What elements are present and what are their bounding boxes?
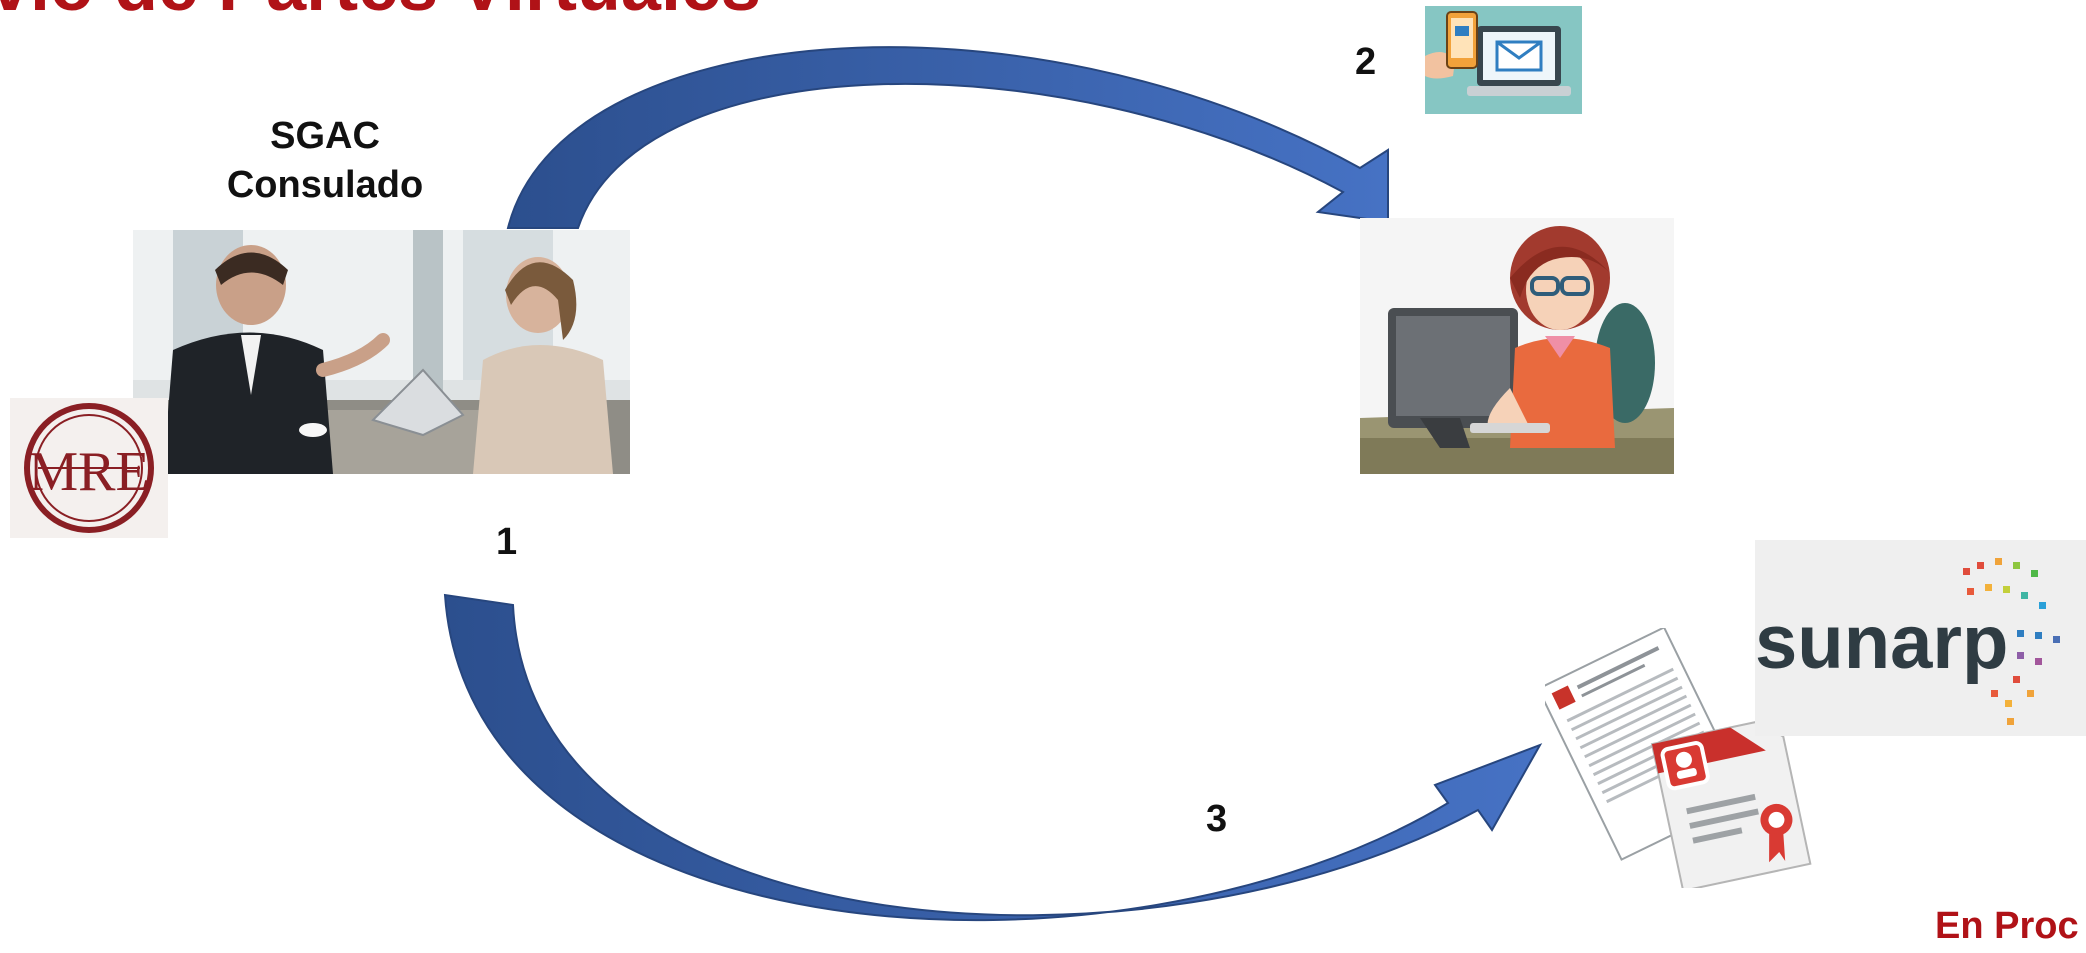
- sgac-consulado-label: SGAC Consulado: [190, 112, 460, 211]
- consulado-label: Consulado: [226, 164, 424, 207]
- woman-at-computer-icon: [1360, 218, 1674, 474]
- svg-text:sunarp: sunarp: [1755, 600, 2008, 685]
- step-3-label: 3: [1206, 798, 1228, 840]
- mre-seal: MRE: [10, 398, 168, 538]
- arrow-step-2: [506, 46, 1389, 229]
- step-1-label: 1: [496, 521, 518, 563]
- arrow-step-3: [443, 593, 1543, 922]
- sgac-label: SGAC: [270, 115, 380, 157]
- status-label: En Proc: [1935, 905, 2079, 947]
- step-2-label: 2: [1355, 41, 1377, 83]
- meeting-photo: [133, 230, 630, 474]
- document-certificate-icon: [1545, 628, 1812, 888]
- email-phone-laptop-icon: [1425, 6, 1582, 114]
- svg-text:MRE: MRE: [28, 441, 149, 503]
- page-title: vio de Partes Virtuales: [0, 0, 761, 22]
- sunarp-logo: sunarp: [1755, 540, 2086, 736]
